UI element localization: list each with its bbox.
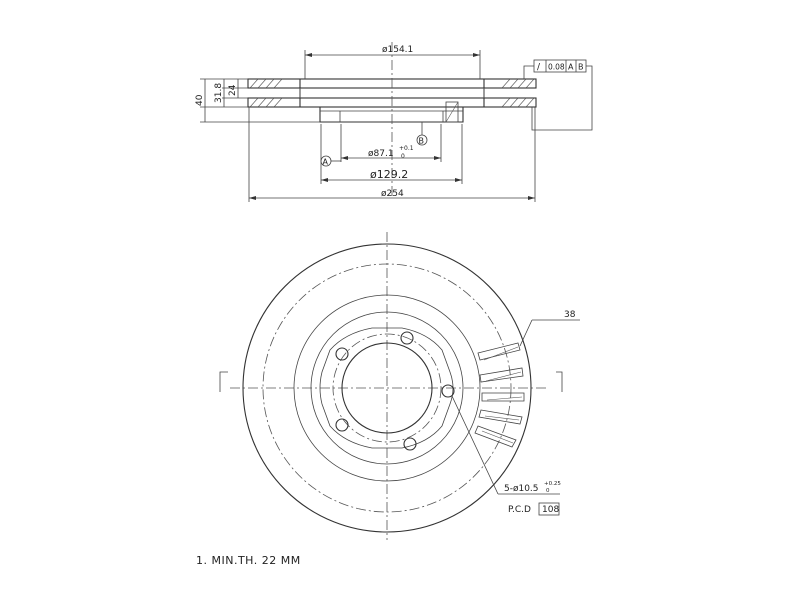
dim-height-total: 40 xyxy=(195,94,205,106)
bolt-hole xyxy=(441,384,455,398)
dim-top-diameter: ø154.1 xyxy=(382,45,413,55)
bolt-holes xyxy=(335,331,455,451)
bolt-hole xyxy=(400,331,414,345)
geometric-tolerance-frame: / 0.08 A B xyxy=(523,59,593,131)
pcd-value: 108 xyxy=(542,505,559,515)
section-view: ø154.1 ø87.1 +0.1 0 A B ø129.2 ø254 xyxy=(195,42,593,202)
tolerance-ref-b: B xyxy=(578,63,584,72)
pcd-label: P.C.D xyxy=(508,505,531,515)
bolt-holes-tol-upper: +0.25 xyxy=(544,481,561,487)
tolerance-value: 0.08 xyxy=(548,63,565,72)
dim-outer-diameter: ø254 xyxy=(381,189,404,199)
dim-height-3: 24 xyxy=(228,84,238,96)
hub-outline xyxy=(319,327,454,449)
dim-mid-diameter: ø129.2 xyxy=(370,168,408,181)
dim-height-2: 31.8 xyxy=(214,83,224,103)
dim-center-bore-tol-lower: 0 xyxy=(401,153,405,160)
center-bore-circle xyxy=(341,342,433,434)
front-view: 38 5-ø10.5 +0.25 0 P.C.D 108 xyxy=(219,232,580,540)
outer-edge-circle xyxy=(242,243,532,533)
note-min-thickness: 1. MIN.TH. 22 MM xyxy=(196,554,301,567)
tolerance-ref-a: A xyxy=(568,63,574,72)
bolt-hole xyxy=(335,347,349,361)
tolerance-symbol: / xyxy=(537,63,541,73)
plate-hatching xyxy=(249,78,535,108)
datum-a-label: A xyxy=(323,158,329,167)
cooling-vanes xyxy=(474,342,525,448)
inner-friction-circle xyxy=(262,263,512,513)
bolt-hole xyxy=(403,437,417,451)
vane-count-label: 38 xyxy=(564,310,576,320)
dim-center-bore-tol-upper: +0.1 xyxy=(399,145,414,152)
bolt-holes-label: 5-ø10.5 xyxy=(504,484,539,494)
dim-center-bore: ø87.1 xyxy=(368,149,394,159)
bolt-holes-tol-lower: 0 xyxy=(546,488,550,494)
bolt-hole xyxy=(335,418,349,432)
datum-b-label: B xyxy=(419,137,425,146)
